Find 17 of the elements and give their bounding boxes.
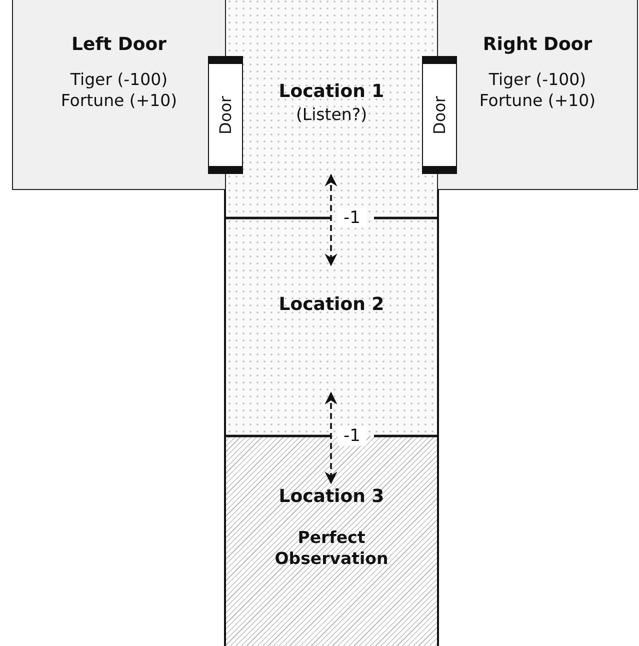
location-title: Location 3 — [278, 486, 384, 507]
location-note: Tiger (-100) Fortune (+10) — [478, 69, 597, 112]
door-label: Door — [430, 96, 449, 134]
location-note: Perfect Observation — [274, 527, 390, 570]
location-title: Location 2 — [278, 294, 384, 315]
location-title: Right Door — [482, 34, 592, 55]
location-title: Location 1 — [278, 81, 384, 102]
location-note: (Listen?) — [294, 104, 368, 126]
door-box — [422, 56, 457, 174]
edge-label: -1 — [338, 208, 366, 228]
location-title: Left Door — [72, 34, 166, 55]
dashed-arrow — [324, 392, 338, 484]
door-box — [208, 56, 243, 174]
edge-label: -1 — [338, 426, 366, 446]
door-label: Door — [216, 96, 235, 134]
location-note: Tiger (-100) Fortune (+10) — [60, 69, 178, 112]
dashed-arrow — [324, 174, 338, 266]
